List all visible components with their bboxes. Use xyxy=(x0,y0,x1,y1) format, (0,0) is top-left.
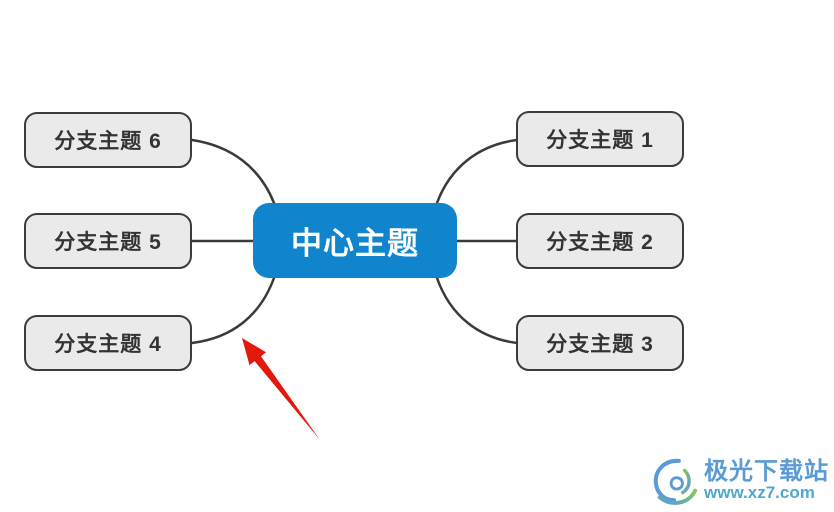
branch-topic-node-6[interactable]: 分支主题 6 xyxy=(24,112,192,168)
connector-branch-6 xyxy=(190,138,276,205)
central-topic-node[interactable]: 中心主题 xyxy=(253,203,457,278)
branch-topic-label: 分支主题 2 xyxy=(546,231,654,254)
watermark-text: 极光下载站 www.xz7.com xyxy=(704,459,829,503)
branch-topic-node-3[interactable]: 分支主题 3 xyxy=(516,315,684,371)
branch-topic-label: 分支主题 1 xyxy=(546,129,654,152)
branch-topic-label: 分支主题 3 xyxy=(546,333,654,356)
branch-topic-node-1[interactable]: 分支主题 1 xyxy=(516,111,684,167)
watermark: 极光下载站 www.xz7.com xyxy=(652,457,829,505)
branch-topic-node-4[interactable]: 分支主题 4 xyxy=(24,315,192,371)
branch-topic-node-5[interactable]: 分支主题 5 xyxy=(24,213,192,269)
branch-topic-label: 分支主题 4 xyxy=(54,333,162,356)
watermark-logo-icon xyxy=(653,458,698,505)
annotation-arrow-icon xyxy=(242,338,320,440)
watermark-site-url: www.xz7.com xyxy=(704,483,815,503)
branch-topic-label: 分支主题 6 xyxy=(54,130,162,153)
connector-branch-3 xyxy=(435,276,519,345)
connector-branch-4 xyxy=(190,276,276,345)
branch-topic-label: 分支主题 5 xyxy=(54,231,162,254)
connector-branch-1 xyxy=(435,138,519,205)
watermark-site-name: 极光下载站 xyxy=(704,458,829,486)
central-topic-label: 中心主题 xyxy=(291,226,419,261)
branch-topic-node-2[interactable]: 分支主题 2 xyxy=(516,213,684,269)
